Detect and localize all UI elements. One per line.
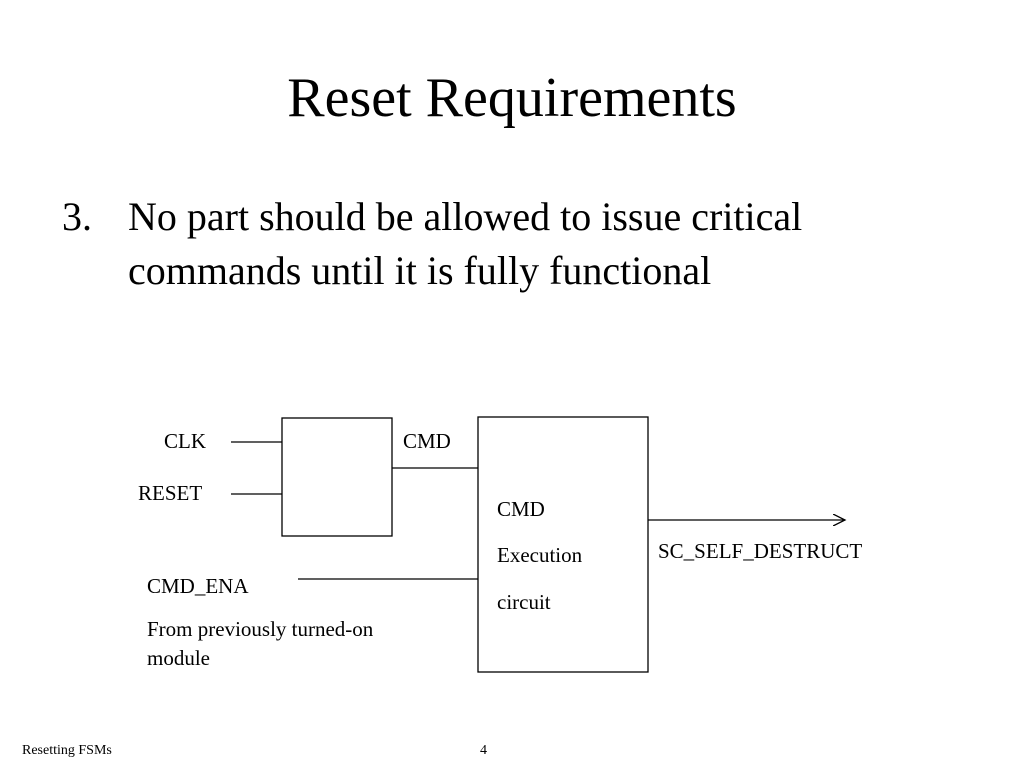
output-signal-label: SC_SELF_DESTRUCT bbox=[658, 539, 863, 563]
cmd-ena-label: CMD_ENA bbox=[147, 574, 249, 598]
slide-title: Reset Requirements bbox=[287, 67, 737, 129]
bullet-line-2: commands until it is fully functional bbox=[128, 248, 712, 293]
exec-label-line-1: CMD bbox=[497, 497, 545, 521]
cmd-ena-note-line-2: module bbox=[147, 646, 210, 670]
bullet-line-1: No part should be allowed to issue criti… bbox=[128, 194, 803, 239]
cmd-ena-note: From previously turned-on module bbox=[147, 615, 447, 673]
footer-presentation-title: Resetting FSMs bbox=[22, 743, 112, 758]
clk-label: CLK bbox=[164, 429, 206, 453]
exec-label-line-2: Execution bbox=[497, 543, 583, 567]
footer-page-number: 4 bbox=[480, 743, 487, 758]
bullet-text: No part should be allowed to issue criti… bbox=[128, 190, 928, 298]
bullet-number: 3. bbox=[62, 194, 92, 239]
cmd-execution-block bbox=[477, 416, 649, 673]
reset-logic-block bbox=[281, 417, 393, 537]
cmd-ena-note-line-1: From previously turned-on bbox=[147, 617, 374, 641]
exec-label-line-3: circuit bbox=[497, 590, 551, 614]
cmd-signal-label: CMD bbox=[403, 429, 451, 453]
reset-label: RESET bbox=[138, 481, 203, 505]
